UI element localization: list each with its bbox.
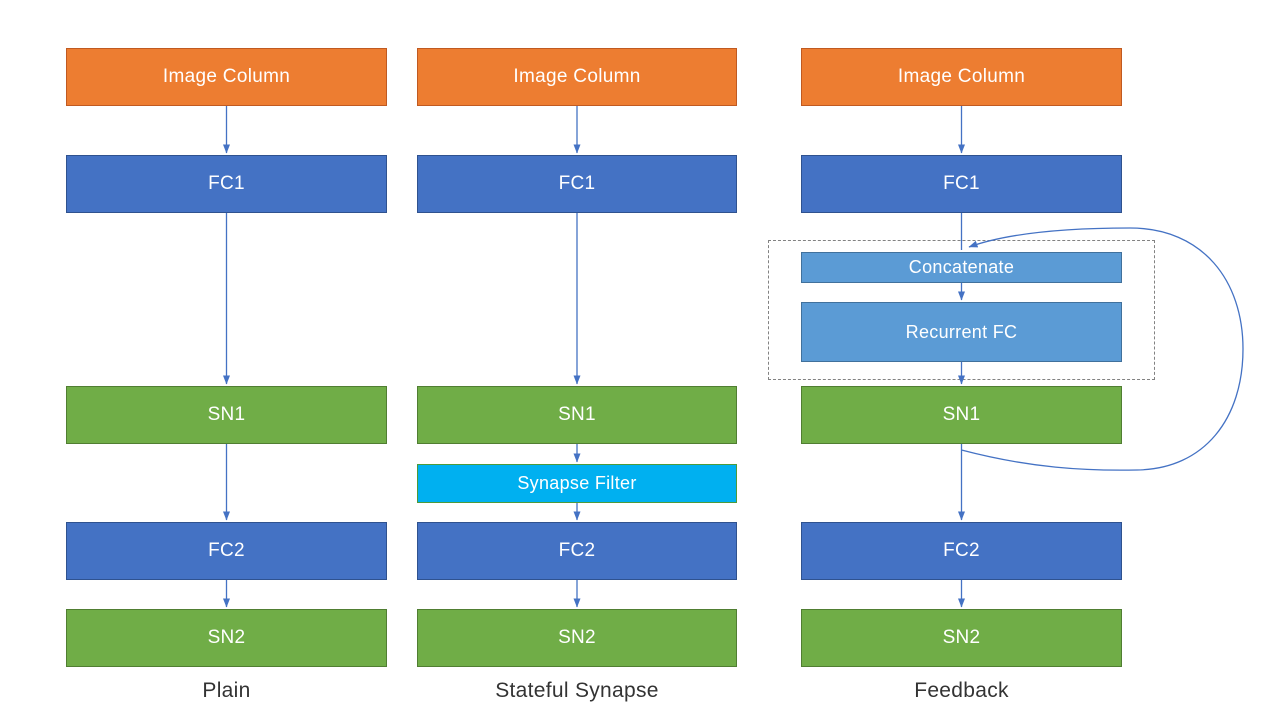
stateful-synapse-caption: Stateful Synapse [495, 679, 659, 702]
feedback-image-column-box: Image Column [801, 48, 1122, 106]
feedback-fc2-box: FC2 [801, 522, 1122, 580]
stateful-fc2-box: FC2 [417, 522, 737, 580]
plain-fc2-box: FC2 [66, 522, 387, 580]
stateful-synapse-filter-box: Synapse Filter [417, 464, 737, 503]
plain-sn1-box: SN1 [66, 386, 387, 444]
stateful-image-column-box: Image Column [417, 48, 737, 106]
plain-fc1-box: FC1 [66, 155, 387, 213]
feedback-sn1-box: SN1 [801, 386, 1122, 444]
plain-caption: Plain [202, 679, 251, 702]
feedback-sn2-box: SN2 [801, 609, 1122, 667]
feedback-fc1-box: FC1 [801, 155, 1122, 213]
plain-image-column-box: Image Column [66, 48, 387, 106]
stateful-sn2-box: SN2 [417, 609, 737, 667]
feedback-recurrent-fc-box: Recurrent FC [801, 302, 1122, 362]
feedback-caption: Feedback [914, 679, 1009, 702]
stateful-fc1-box: FC1 [417, 155, 737, 213]
stateful-sn1-box: SN1 [417, 386, 737, 444]
feedback-concatenate-box: Concatenate [801, 252, 1122, 283]
plain-sn2-box: SN2 [66, 609, 387, 667]
